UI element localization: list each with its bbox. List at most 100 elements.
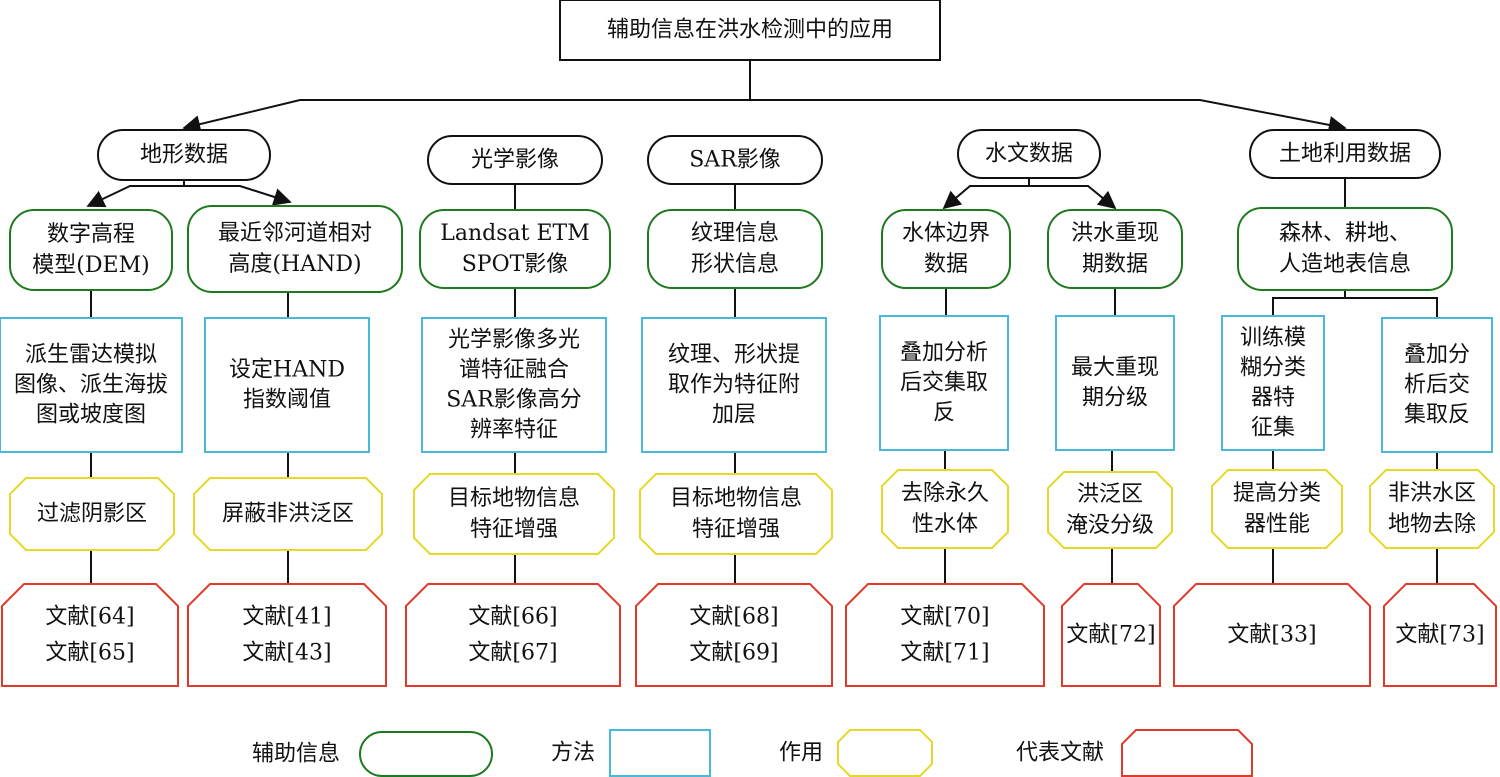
method-hand: 设定HAND 指数阈值 [204,317,370,453]
category-hydro-text: 水文数据 [985,142,1073,167]
ref-waterbody-text: 文献[70] [900,605,989,630]
legend-label: 代表文献 [1016,741,1104,766]
effect-overlay-text: 地物去除 [1388,512,1476,537]
method-fuzzy-text: 征集 [1251,416,1295,441]
method-waterbody-text: 反 [933,401,955,426]
method-fuzzy-text: 器特 [1251,386,1295,411]
effect-dem-text: 过滤阴影区 [37,502,147,527]
method-waterbody-text: 后交集取 [900,371,988,396]
category-sar-text: SAR影像 [689,148,781,173]
info-sar-text: 形状信息 [691,252,779,277]
info-optical-text: SPOT影像 [462,252,569,277]
method-sar-text: 纹理、形状提 [668,343,800,368]
ref-optical: 文献[66]文献[67] [405,583,621,687]
method-flood-return-text: 最大重现 [1071,356,1159,381]
info-waterbody-text: 水体边界 [902,221,990,246]
ref-sar-text: 文献[69] [689,641,778,666]
info-dem-text: 数字高程 [47,222,135,247]
method-sar-text: 加层 [712,403,756,428]
ref-hand-text: 文献[41] [242,605,331,630]
method-fuzzy-text: 训练模 [1240,326,1306,351]
method-waterbody-text: 叠加分析 [900,341,988,366]
legend-swatch-method [609,729,711,777]
info-flood-return-text: 期数据 [1082,252,1148,277]
method-sar-text: 取作为特征附 [668,373,800,398]
effect-flood-return-text: 淹没分级 [1066,513,1154,538]
legend-item-ref: 代表文献 [1016,729,1253,777]
method-optical-text: 光学影像多光 [448,328,580,353]
root-node: 辅助信息在洪水检测中的应用 [559,0,941,61]
info-sar-text: 纹理信息 [691,221,779,246]
root-node-text: 辅助信息在洪水检测中的应用 [607,18,893,43]
method-overlay-text: 叠加分 [1404,343,1470,368]
legend-label: 作用 [779,741,823,766]
effect-fuzzy-text: 提高分类 [1233,481,1321,506]
ref-dem: 文献[64] 文献[65] [1,583,179,687]
category-terrain-text: 地形数据 [140,143,228,168]
method-flood-return-text: 期分级 [1082,386,1148,411]
legend-swatch-info [359,731,493,777]
info-hand-text: 最近邻河道相对 [218,221,372,246]
effect-overlay-text: 非洪水区 [1388,481,1476,506]
ref-waterbody: 文献[70] 文献[71] [845,583,1045,687]
legend-swatch-ref [1121,729,1253,777]
effect-dem: 过滤阴影区 [9,477,175,551]
connector-lines [86,60,1438,584]
legend-swatch-effect [837,729,933,777]
method-optical-text: 辨率特征 [470,418,558,443]
effect-optical-text: 目标地物信息 [448,486,580,511]
method-dem-text: 图或坡度图 [36,403,146,428]
category-optical-text: 光学影像 [471,148,559,173]
effect-hand-text: 屏蔽非洪泛区 [222,502,354,527]
ref-dem-text: 文献[64] [45,605,134,630]
ref-flood-return: 文献[72] [1061,583,1161,687]
ref-waterbody-text: 文献[71] [900,641,989,666]
effect-waterbody-text: 去除永久 [901,481,989,506]
ref-flood-return-text: 文献[72] [1066,623,1155,648]
legend-label: 辅助信息 [252,742,340,767]
category-sar: SAR影像 [647,135,823,185]
ref-dem-text: 文献[65] [45,641,134,666]
method-hand-text: 设定HAND [229,358,345,383]
category-hydro: 水文数据 [957,129,1101,179]
legend-item-info: 辅助信息 [252,731,493,777]
legend-item-effect: 作用 [779,729,933,777]
category-terrain: 地形数据 [97,129,271,181]
effect-hand: 屏蔽非洪泛区 [193,477,383,551]
category-landuse: 土地利用数据 [1249,129,1441,179]
method-optical-text: 谱特征融合 [459,358,569,383]
ref-fuzzy-text: 文献[33] [1227,623,1316,648]
legend: 辅助信息方法作用代表文献 [252,729,1253,777]
effect-waterbody-text: 性水体 [912,512,978,537]
effect-sar-text: 目标地物信息 [670,486,802,511]
method-overlay-text: 析后交 [1404,373,1470,398]
ref-sar-text: 文献[68] [689,605,778,630]
method-hand-text: 指数阈值 [243,388,331,413]
info-dem-text: 模型(DEM) [32,253,149,278]
ref-fuzzy: 文献[33] [1173,583,1371,687]
ref-overlay-text: 文献[73] [1395,623,1484,648]
info-flood-return-text: 洪水重现 [1071,221,1159,246]
method-overlay-text: 集取反 [1404,403,1470,428]
effect-flood-return-text: 洪泛区 [1077,482,1143,507]
